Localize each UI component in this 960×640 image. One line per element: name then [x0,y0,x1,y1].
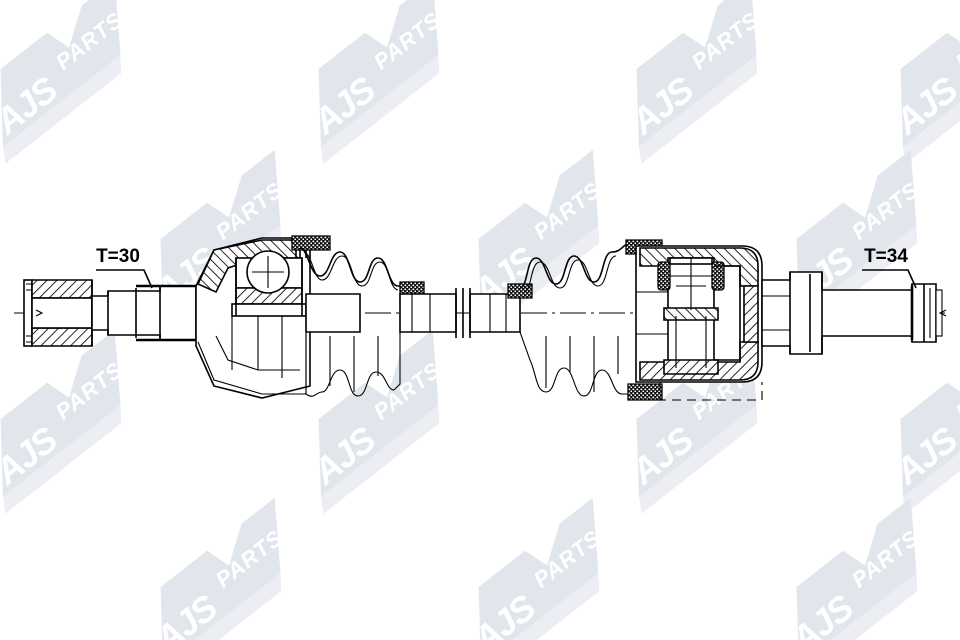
outer-cv-joint [195,237,361,399]
inner-spline-leader-line [862,269,917,289]
outer-stub-end-cap [23,279,93,347]
outer-splined-stub-shaft [91,284,197,342]
inner-spline-label-text: T=34 [864,246,908,267]
inner-tripod-joint [635,245,763,401]
inner-splined-stub-shaft [761,271,947,355]
outer-spline-label-text: T=30 [96,246,140,267]
label-inner-spline: T=34 [862,246,917,289]
label-outer-spline: T=30 [96,246,153,289]
